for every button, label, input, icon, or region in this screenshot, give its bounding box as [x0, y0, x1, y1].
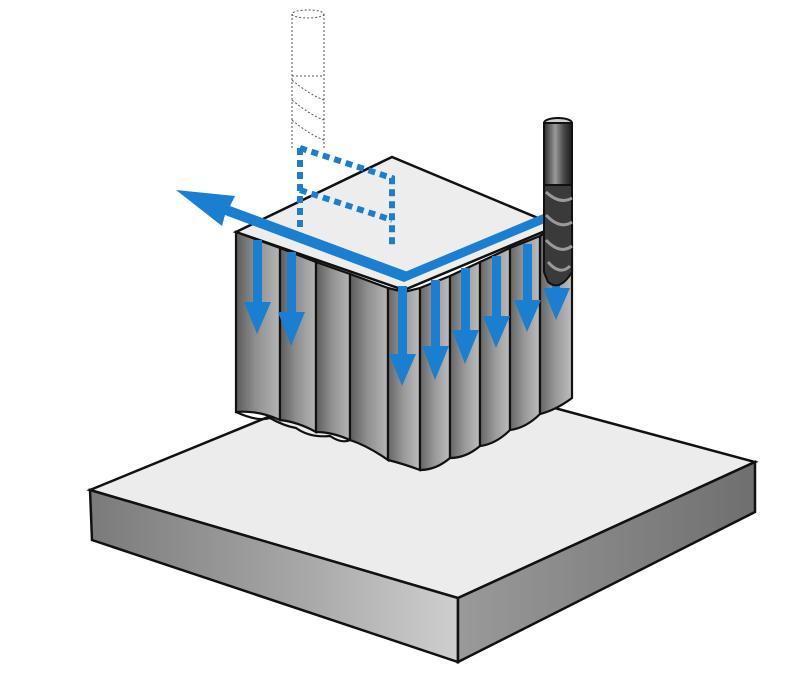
- right-face-down-arrows: [389, 232, 570, 386]
- drill-tool-outline-icon: [291, 9, 325, 150]
- arrow-top-left: [176, 190, 408, 282]
- pocket-dashed-path: [297, 145, 395, 248]
- end-mill-tool-icon: [543, 117, 573, 287]
- left-face-down-arrows: [244, 240, 305, 346]
- arrow-top-right-edge: [400, 212, 552, 282]
- base-plate-right: [456, 460, 757, 665]
- toolpath-arrows: [176, 190, 570, 386]
- base-plate: [86, 363, 759, 665]
